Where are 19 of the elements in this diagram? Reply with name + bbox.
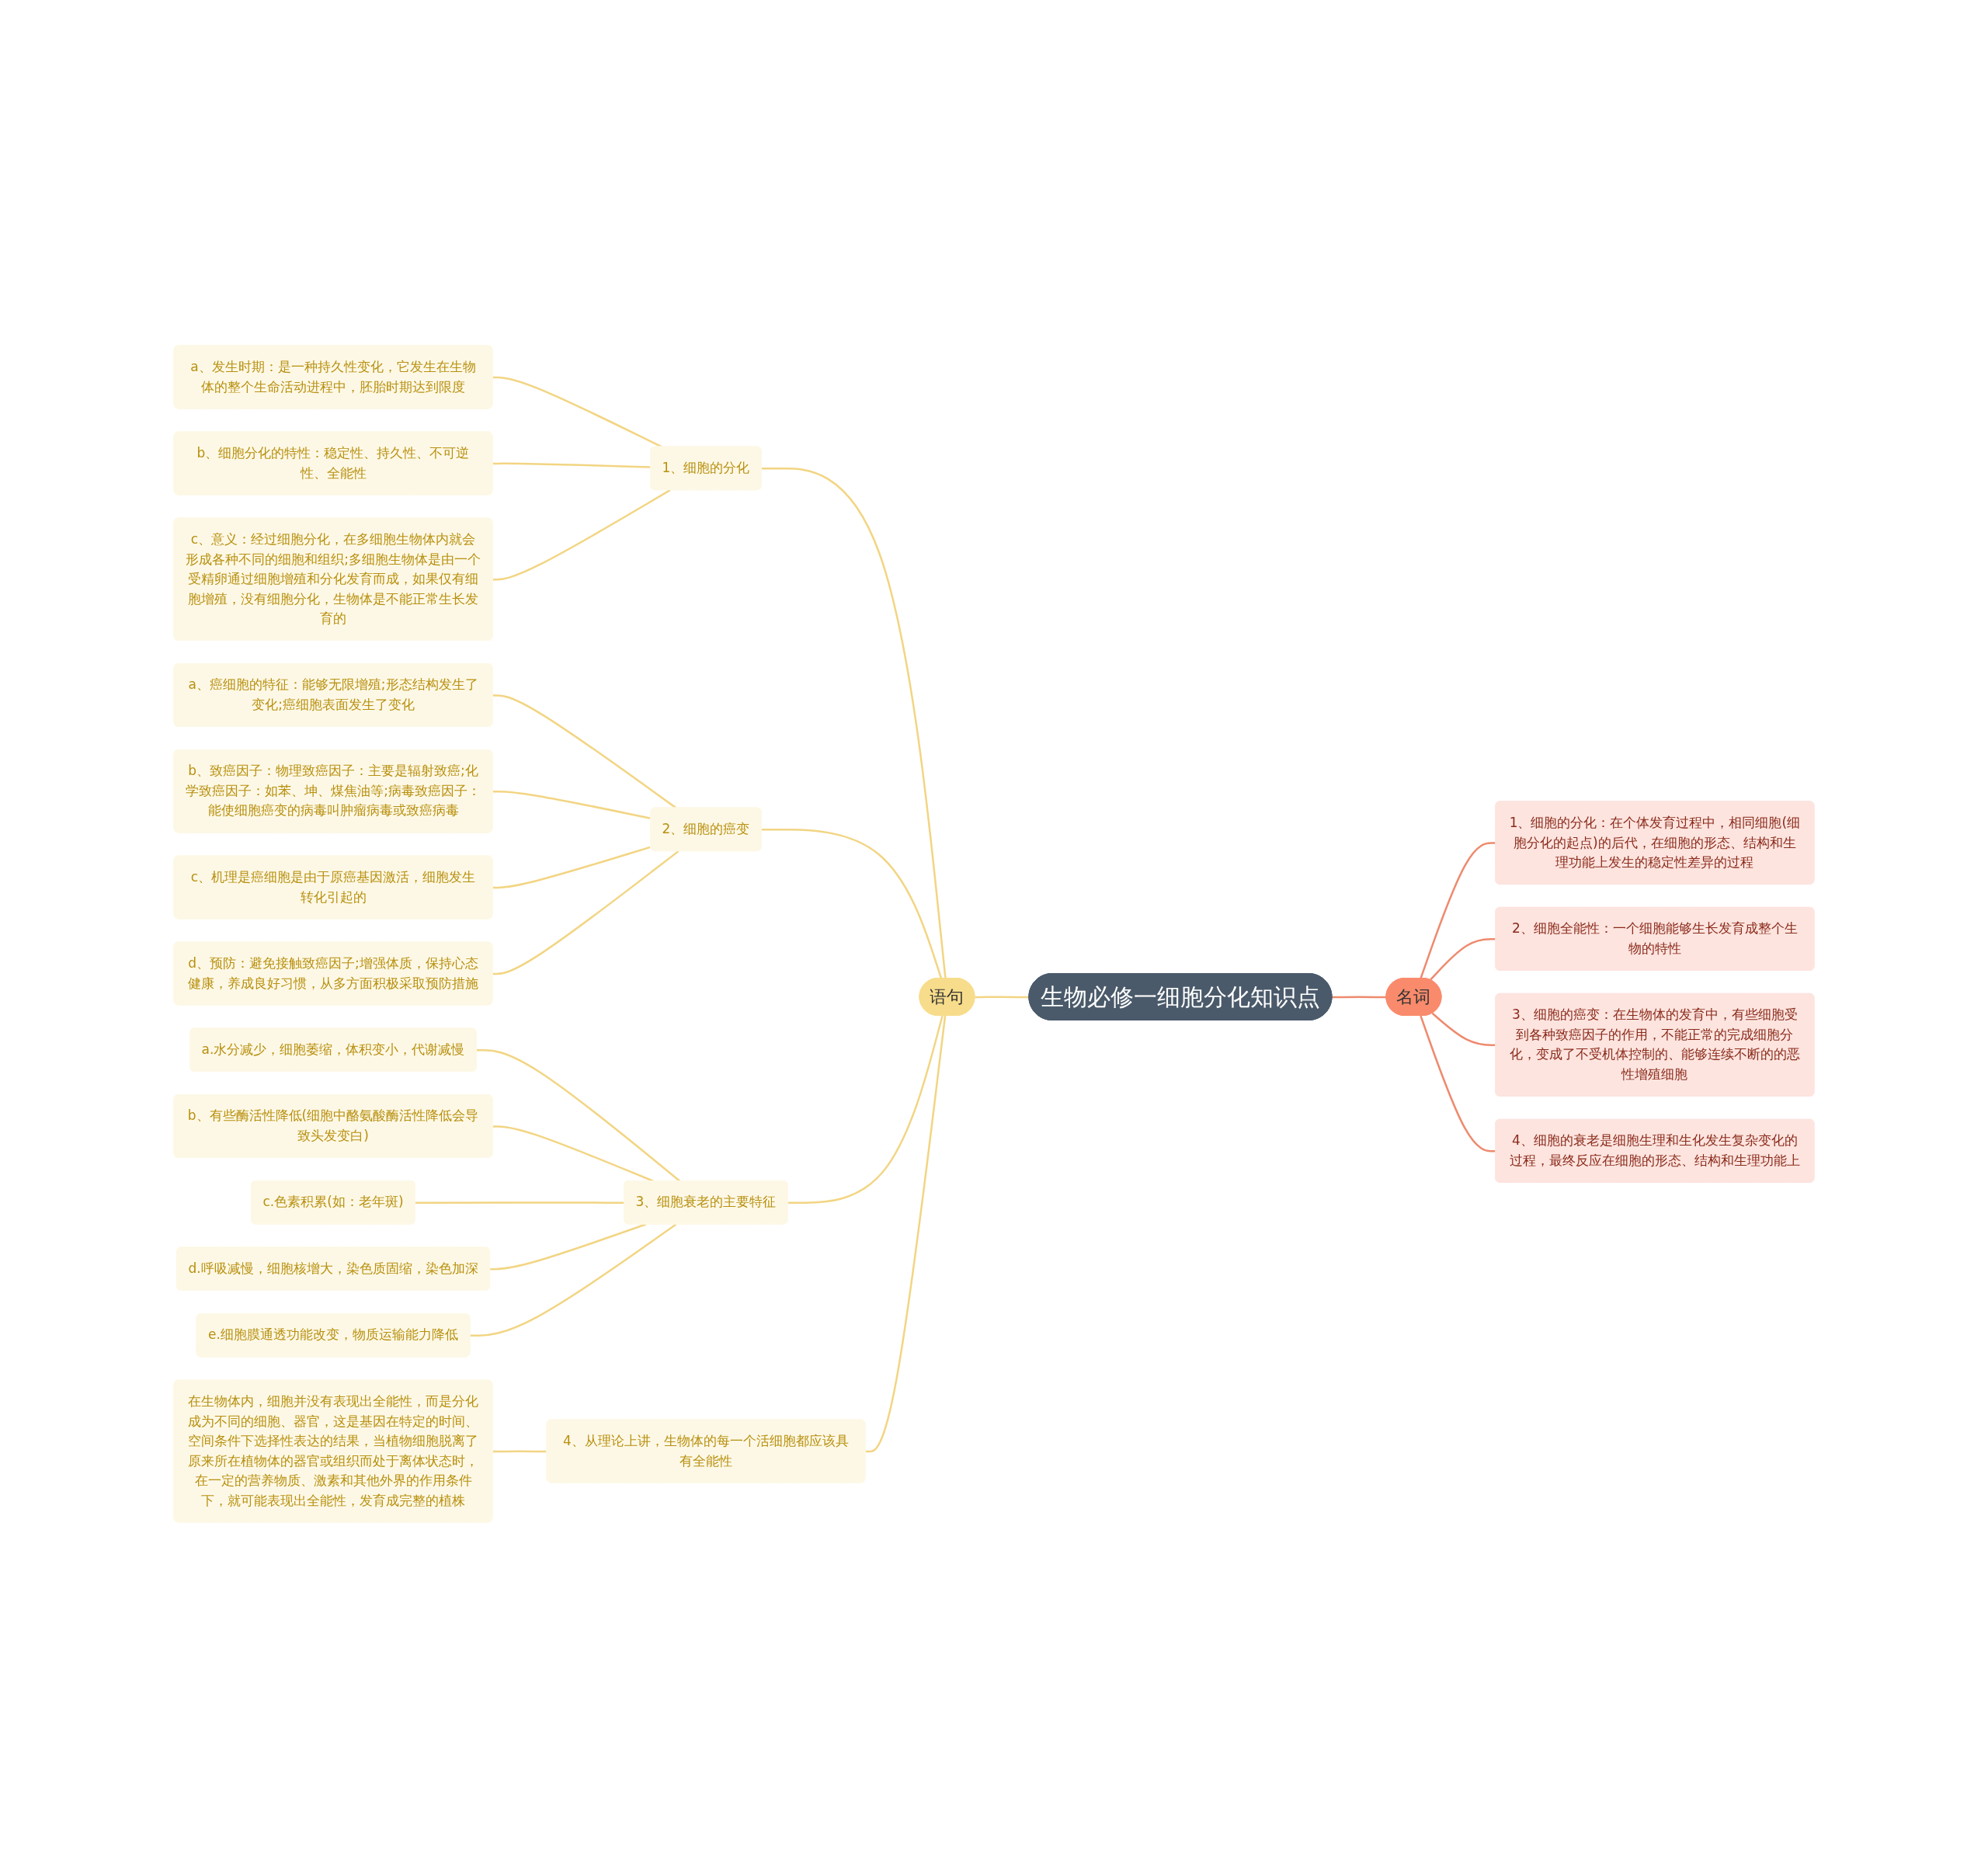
connector <box>1420 841 1496 979</box>
connector <box>492 850 679 975</box>
connector <box>1332 995 1387 998</box>
connector <box>975 995 1030 998</box>
connector <box>490 1222 647 1270</box>
connector <box>761 828 943 979</box>
connector <box>761 467 947 979</box>
connector <box>1429 937 1496 981</box>
connector <box>415 1201 625 1204</box>
connector <box>470 1222 677 1337</box>
connector <box>492 488 671 580</box>
connector <box>787 1015 944 1204</box>
connector <box>1420 1015 1496 1153</box>
connector <box>865 1015 947 1452</box>
connector <box>492 462 652 468</box>
connector <box>492 845 652 888</box>
connector <box>492 790 652 819</box>
connector <box>1431 1012 1496 1046</box>
connector <box>492 1449 547 1452</box>
